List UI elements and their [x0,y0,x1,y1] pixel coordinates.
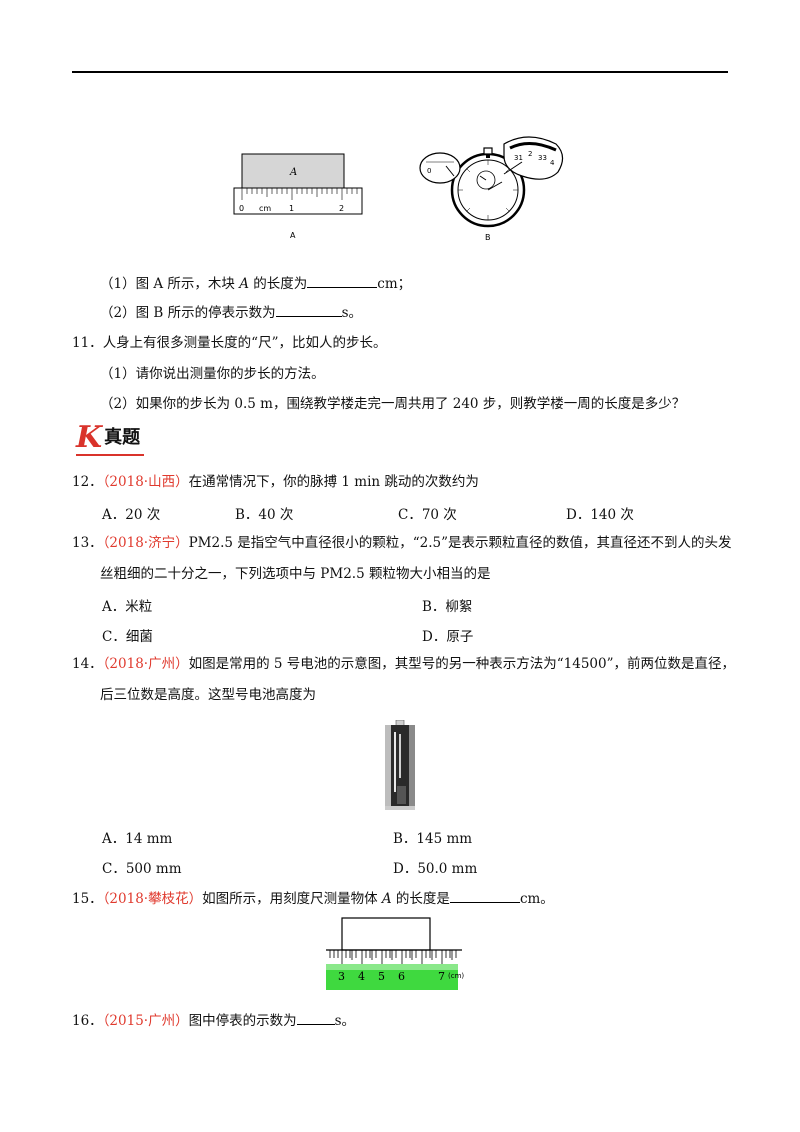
header-rule [72,71,728,73]
ruler-label-5: 5 [378,970,385,983]
answer-blank[interactable] [307,273,378,288]
dial-digit-33: 33 [538,154,547,162]
battery-image [385,720,415,810]
answer-blank[interactable] [275,302,342,317]
q16-source: （2015·广州） [102,1013,189,1029]
figure-b-stopwatch: 0 31 2 33 4 B [419,136,564,242]
q13-stem-line-1: 13．（2018·济宁）PM2.5 是指空气中直径很小的颗粒，“2.5”是表示颗… [72,535,732,551]
q12-stem: 12．（2018·山西）在通常情况下，你的脉搏 1 min 跳动的次数约为 [72,474,479,490]
ruler-label-3: 3 [338,970,345,983]
q12-option-b: B．40 次 [235,507,294,523]
ruler-label-6: 6 [398,970,405,983]
q14-option-a: A．14 mm [102,831,173,847]
dial-digit-4: 4 [550,159,555,167]
figure-q15-ruler: 3 4 5 6 7 (cm) [326,917,464,990]
answer-blank[interactable] [296,1010,335,1025]
q11-part-1: （1）请你说出测量你的步长的方法。 [100,366,325,382]
ruler-a-label-1: 1 [289,204,294,213]
figure-a-caption: A [290,231,296,240]
magnifier-left [419,152,461,184]
q14-option-d: D．50.0 mm [393,861,478,877]
figure-a-ruler: A 0 cm 1 2 A [233,153,363,240]
answer-blank[interactable] [449,888,520,903]
object-a [341,917,431,951]
ruler-a-label-2: 2 [339,204,344,213]
ruler-a [233,187,363,215]
block-a-label: A [289,167,297,178]
q14-source: （2018·广州） [102,656,189,672]
q12-source: （2018·山西） [102,474,189,490]
section-title: 真题 [104,427,141,448]
ruler-label-unit: (cm) [448,972,464,980]
q14-option-c: C．500 mm [102,861,182,877]
ruler-a-label-cm: cm [259,204,271,213]
q11-stem: 11．人身上有很多测量长度的“尺”，比如人的步长。 [72,335,387,351]
q12-option-c: C．70 次 [398,507,457,523]
dial-digit-31: 31 [514,154,523,162]
q13-stem-line-2: 丝粗细的二十分之一，下列选项中与 PM2.5 颗粒物大小相当的是 [100,566,491,582]
ruler-label-7: 7 [438,970,445,983]
q13-option-a: A．米粒 [102,599,153,615]
q12-option-d: D．140 次 [566,507,634,523]
q15-source: （2018·攀枝花） [102,891,203,907]
q14-stem-line-1: 14．（2018·广州）如图是常用的 5 号电池的示意图，其型号的另一种表示方法… [72,656,736,672]
q14-option-b: B．145 mm [393,831,473,847]
q13-option-d: D．原子 [422,629,474,645]
section-letter: K [76,420,103,455]
block-a [241,153,345,189]
q11-part-2: （2）如果你的步长为 0.5 m，围绕教学楼走完一周共用了 240 步，则教学楼… [100,396,686,412]
figure-b-caption: B [485,233,491,242]
stopwatch-crown [483,147,493,155]
ruler-label-4: 4 [358,970,365,983]
section-underline [76,454,144,456]
dial-digit-0: 0 [427,167,431,175]
q13-option-b: B．柳絮 [422,599,473,615]
ruler-a-label-0: 0 [239,204,244,213]
q13-source: （2018·济宁） [102,535,189,551]
q13-option-c: C．细菌 [102,629,153,645]
q12-option-a: A．20 次 [102,507,161,523]
dial-digit-2: 2 [528,150,532,158]
q14-stem-line-2: 后三位数是高度。这型号电池高度为 [100,687,316,703]
